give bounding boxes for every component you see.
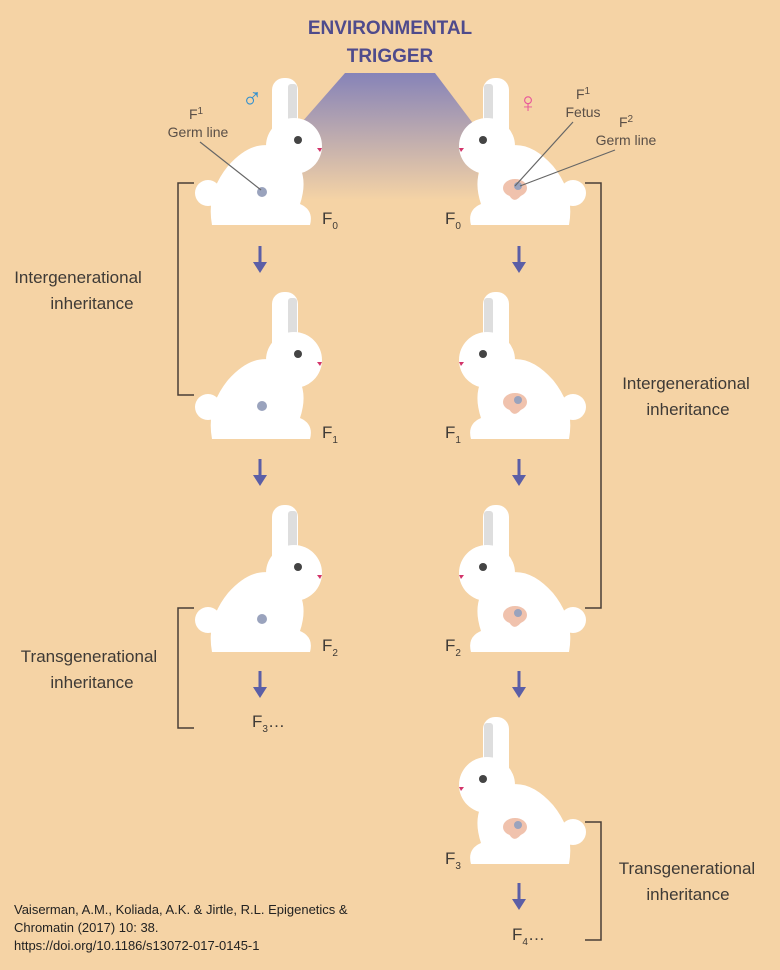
male-rabbit-f1 (195, 292, 322, 439)
title-line2: TRIGGER (347, 46, 434, 67)
right-intergenerational-bracket (585, 182, 602, 609)
female-gen-label-0: F0 (445, 209, 461, 232)
title-line1: ENVIRONMENTAL (308, 18, 473, 39)
f2-germ-f: F2 (619, 114, 634, 130)
right-inter-label-1: Intergenerational (622, 374, 750, 393)
left-inter-label-2: inheritance (50, 294, 133, 313)
female-gen-label-4: F4… (512, 925, 545, 948)
female-gen-label-2: F2 (445, 636, 461, 659)
left-trans-label-2: inheritance (50, 673, 133, 692)
female-gen-label-1: F1 (445, 423, 461, 446)
female-gen-label-3: F3 (445, 849, 461, 872)
male-gen-label-0: F0 (322, 209, 338, 232)
male-germ-line-f: F1 (189, 106, 204, 122)
left-transgenerational-bracket (177, 607, 194, 729)
fetus-pointer (514, 121, 574, 187)
male-gen-label-3: F3… (252, 712, 285, 735)
male-gen-label-1: F1 (322, 423, 338, 446)
fetus-label: Fetus (565, 104, 600, 120)
female-rabbit-f2 (459, 505, 586, 652)
male-germ-line-text: Germ line (168, 124, 229, 140)
f2-germ-line-label: Germ line (596, 132, 657, 148)
left-intergenerational-bracket (177, 182, 194, 396)
citation-line-1: Vaiserman, A.M., Koliada, A.K. & Jirtle,… (14, 902, 348, 917)
female-rabbit-f0 (459, 78, 586, 225)
right-trans-label-1: Transgenerational (619, 859, 755, 878)
male-rabbit-f2 (195, 505, 322, 652)
male-gen-label-2: F2 (322, 636, 338, 659)
female-rabbit-f3 (459, 717, 586, 864)
environmental-trigger-beam (295, 73, 478, 200)
female-rabbit-f1 (459, 292, 586, 439)
female-symbol-icon: ♀ (518, 87, 539, 118)
f2-germ-line-pointer (519, 149, 616, 187)
right-inter-label-2: inheritance (646, 400, 729, 419)
citation-line-3: https://doi.org/10.1186/s13072-017-0145-… (14, 938, 260, 953)
male-symbol-icon: ♂ (242, 83, 263, 114)
right-trans-label-2: inheritance (646, 885, 729, 904)
citation-line-2: Chromatin (2017) 10: 38. (14, 920, 159, 935)
right-transgenerational-bracket (585, 821, 602, 941)
left-inter-label-1: Intergenerational (14, 268, 142, 287)
left-trans-label-1: Transgenerational (21, 647, 157, 666)
fetus-f: F1 (576, 86, 591, 102)
male-germ-line-pointer (199, 141, 262, 191)
